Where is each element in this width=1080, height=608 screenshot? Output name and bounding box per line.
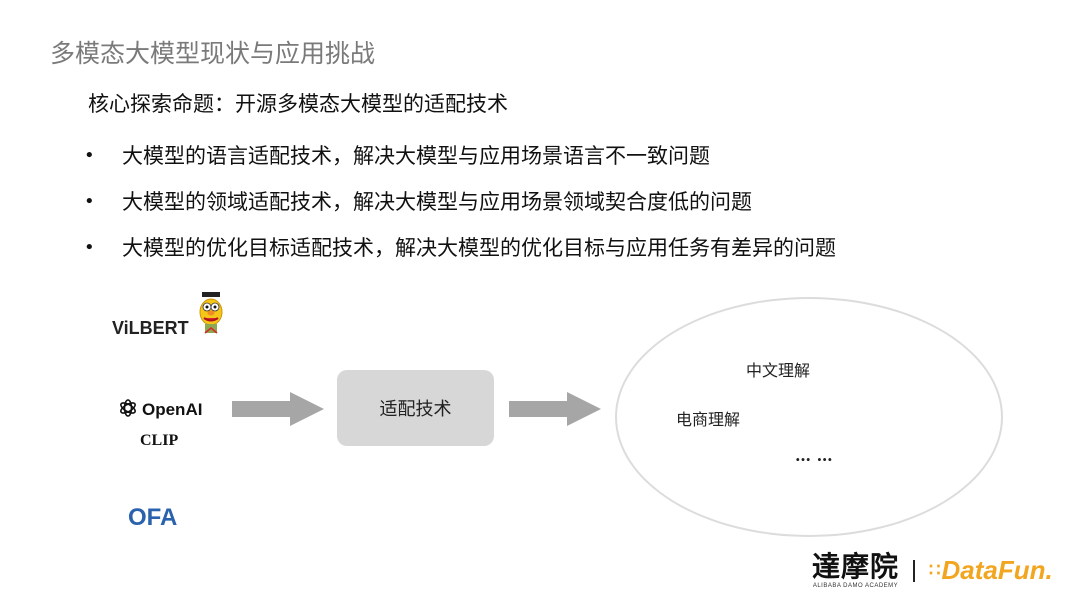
openai-logo: OpenAI [118, 398, 202, 422]
adaptation-box: 适配技术 [337, 370, 494, 446]
bullet-item: • 大模型的优化目标适配技术，解决大模型的优化目标与应用任务有差异的问题 [84, 224, 836, 270]
damo-logo: 達摩院 ALIBABA DAMO ACADEMY [812, 550, 900, 590]
openai-label: OpenAI [142, 400, 203, 419]
logo-divider [913, 559, 916, 582]
ofa-logo: OFA [128, 504, 178, 531]
bullet-text: 大模型的领域适配技术，解决大模型与应用场景领域契合度低的问题 [122, 190, 752, 214]
bullet-list: • 大模型的语言适配技术，解决大模型与应用场景语言不一致问题 • 大模型的领域适… [84, 132, 836, 270]
bert-muppet-icon [196, 292, 226, 342]
openai-knot-icon [118, 398, 138, 422]
damo-name: 達摩院 [812, 550, 900, 583]
bullet-dot: • [84, 144, 95, 166]
footer-logos: 達摩院 ALIBABA DAMO ACADEMY ∷ DataFun. [812, 550, 1053, 590]
vilbert-logo: ViLBERT [112, 318, 189, 338]
datafun-logo: DataFun. [941, 555, 1053, 585]
damo-subtitle: ALIBABA DAMO ACADEMY [812, 583, 899, 589]
slide-subtitle: 核心探索命题：开源多模态大模型的适配技术 [88, 92, 508, 116]
bullet-item: • 大模型的语言适配技术，解决大模型与应用场景语言不一致问题 [84, 132, 836, 178]
target-chinese-understanding: 中文理解 [746, 361, 811, 380]
arrow-right-icon [232, 392, 324, 430]
target-ecommerce-understanding: 电商理解 [676, 410, 741, 429]
page-title: 多模态大模型现状与应用挑战 [50, 39, 376, 68]
target-ellipse [615, 297, 1003, 537]
clip-label: CLIP [140, 432, 179, 449]
target-ellipsis: … … [795, 446, 833, 465]
bullet-dot: • [84, 236, 95, 258]
arrow-right-icon [509, 392, 601, 430]
datafun-dots-icon: ∷ [929, 560, 941, 580]
bullet-dot: • [84, 190, 95, 212]
adaptation-label: 适配技术 [379, 399, 452, 420]
bullet-text: 大模型的语言适配技术，解决大模型与应用场景语言不一致问题 [122, 144, 710, 168]
bullet-item: • 大模型的领域适配技术，解决大模型与应用场景领域契合度低的问题 [84, 178, 836, 224]
bullet-text: 大模型的优化目标适配技术，解决大模型的优化目标与应用任务有差异的问题 [122, 236, 836, 260]
